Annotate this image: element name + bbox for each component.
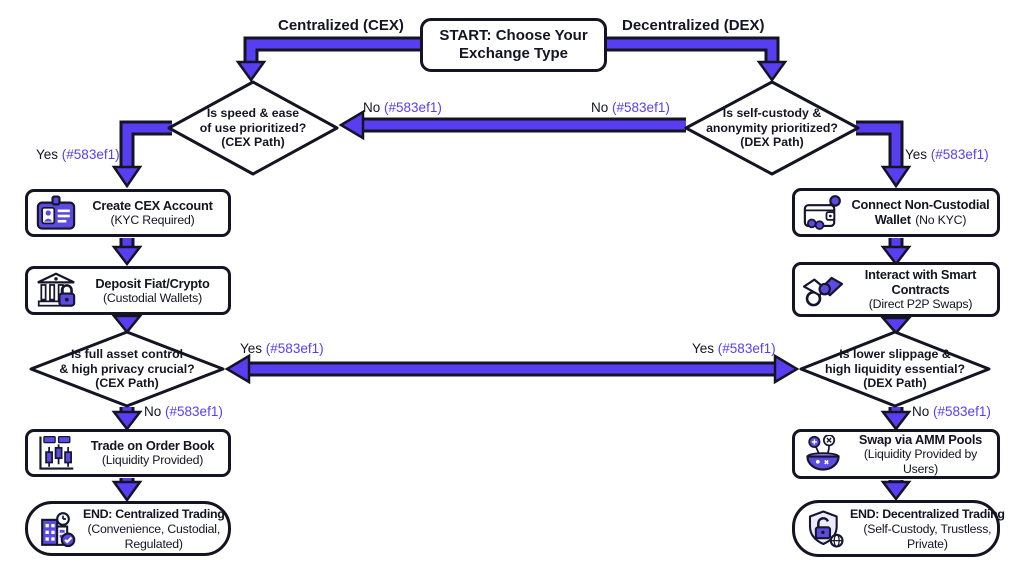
node-title: Create CEX Account <box>92 198 213 213</box>
node-end-centralized: END: Centralized Trading (Convenience, C… <box>25 501 231 556</box>
edge-label-no-top-left: No (#583ef1) <box>363 100 442 115</box>
start-node-label: START: Choose Your Exchange Type <box>439 27 588 62</box>
handshake-icon <box>802 271 844 309</box>
arrow-deposit-to-decision <box>111 314 143 334</box>
node-subtitle: (Convenience, Custodial, Regulated) <box>87 521 221 551</box>
arrow-no-to-amm <box>880 407 912 432</box>
edge-label-no-bottom-right: No (#583ef1) <box>912 404 991 419</box>
node-subtitle: (Liquidity Provided by Users) <box>863 446 978 476</box>
branch-label-dex: Decentralized (DEX) <box>622 17 765 34</box>
node-title: Connect Non-Custodial Wallet <box>851 197 990 227</box>
arrow-yes-dex-down <box>856 120 912 189</box>
arrow-no-to-orderbook <box>111 407 143 432</box>
decision-text-cex-control: Is full asset control & high privacy cru… <box>59 347 195 391</box>
node-deposit-fiat-crypto: Deposit Fiat/Crypto (Custodial Wallets) <box>25 266 231 315</box>
edge-label-yes-right: Yes (#583ef1) <box>905 147 989 162</box>
decision-text-dex-liquidity: Is lower slippage & high liquidity essen… <box>824 347 966 391</box>
node-connect-wallet: Connect Non-Custodial Wallet (No KYC) <box>792 188 1000 237</box>
node-swap-amm: Swap via AMM Pools (Liquidity Provided b… <box>792 429 1000 479</box>
decision-diamond-dex-liquidity <box>799 330 991 408</box>
node-create-cex-account: Create CEX Account (KYC Required) <box>25 189 231 237</box>
decision-text-cex-speed: Is speed & ease of use prioritized? (CEX… <box>199 106 307 150</box>
decision-diamond-cex-control <box>29 330 225 408</box>
edge-label-no-bottom-left: No (#583ef1) <box>144 404 223 419</box>
arrow-contracts-to-decision <box>880 316 912 335</box>
decision-diamond-cex-speed <box>167 80 339 176</box>
id-card-icon <box>35 194 77 232</box>
node-trade-order-book: Trade on Order Book (Liquidity Provided) <box>25 429 231 477</box>
node-subtitle: (KYC Required) <box>110 213 195 227</box>
node-end-decentralized: END: Decentralized Trading (Self-Custody… <box>792 500 1005 557</box>
amm-pool-icon <box>802 435 844 473</box>
node-title: END: Centralized Trading <box>83 506 225 521</box>
arrow-no-dex-to-cex <box>338 109 686 141</box>
node-title: Deposit Fiat/Crypto <box>95 275 210 291</box>
node-title: Swap via AMM Pools <box>858 431 983 447</box>
node-title: END: Decentralized Trading <box>850 506 1005 521</box>
candlestick-chart-icon <box>35 434 77 472</box>
node-subtitle: (No KYC) <box>915 213 967 227</box>
node-smart-contracts: Interact with Smart Contracts (Direct P2… <box>792 262 1000 317</box>
node-subtitle: (Self-Custody, Trustless, Private) <box>863 521 992 551</box>
arrow-yes-cex-down <box>111 120 172 189</box>
edge-label-yes-mid-right: Yes (#583ef1) <box>692 341 776 356</box>
decision-text-dex-custody: Is self-custody & anonymity prioritized?… <box>706 106 838 150</box>
node-subtitle: (Custodial Wallets) <box>103 290 202 305</box>
edge-label-yes-left: Yes (#583ef1) <box>36 147 120 162</box>
arrow-orderbook-to-end <box>111 478 143 503</box>
arrow-account-to-deposit <box>111 238 143 267</box>
arrow-amm-to-end <box>880 480 912 502</box>
decision-diamond-dex-custody <box>684 80 860 176</box>
node-subtitle: (Liquidity Provided) <box>101 453 204 467</box>
shield-lock-icon <box>805 509 845 549</box>
arrow-start-to-cex <box>235 36 420 83</box>
bank-lock-icon <box>35 272 77 310</box>
arrow-wallet-to-contracts <box>880 238 912 267</box>
arrow-start-to-dex <box>607 36 788 83</box>
start-node: START: Choose Your Exchange Type <box>420 18 607 72</box>
node-title: Interact with Smart Contracts <box>864 267 977 297</box>
edge-label-no-top-right: No (#583ef1) <box>591 100 670 115</box>
building-check-icon <box>38 509 78 549</box>
arrow-yes-crossover <box>224 353 800 385</box>
node-title: Trade on Order Book <box>90 438 215 453</box>
wallet-key-icon <box>802 194 844 232</box>
node-subtitle: (Direct P2P Swaps) <box>868 297 973 311</box>
branch-label-cex: Centralized (CEX) <box>278 17 404 34</box>
edge-label-yes-mid-left: Yes (#583ef1) <box>240 341 324 356</box>
